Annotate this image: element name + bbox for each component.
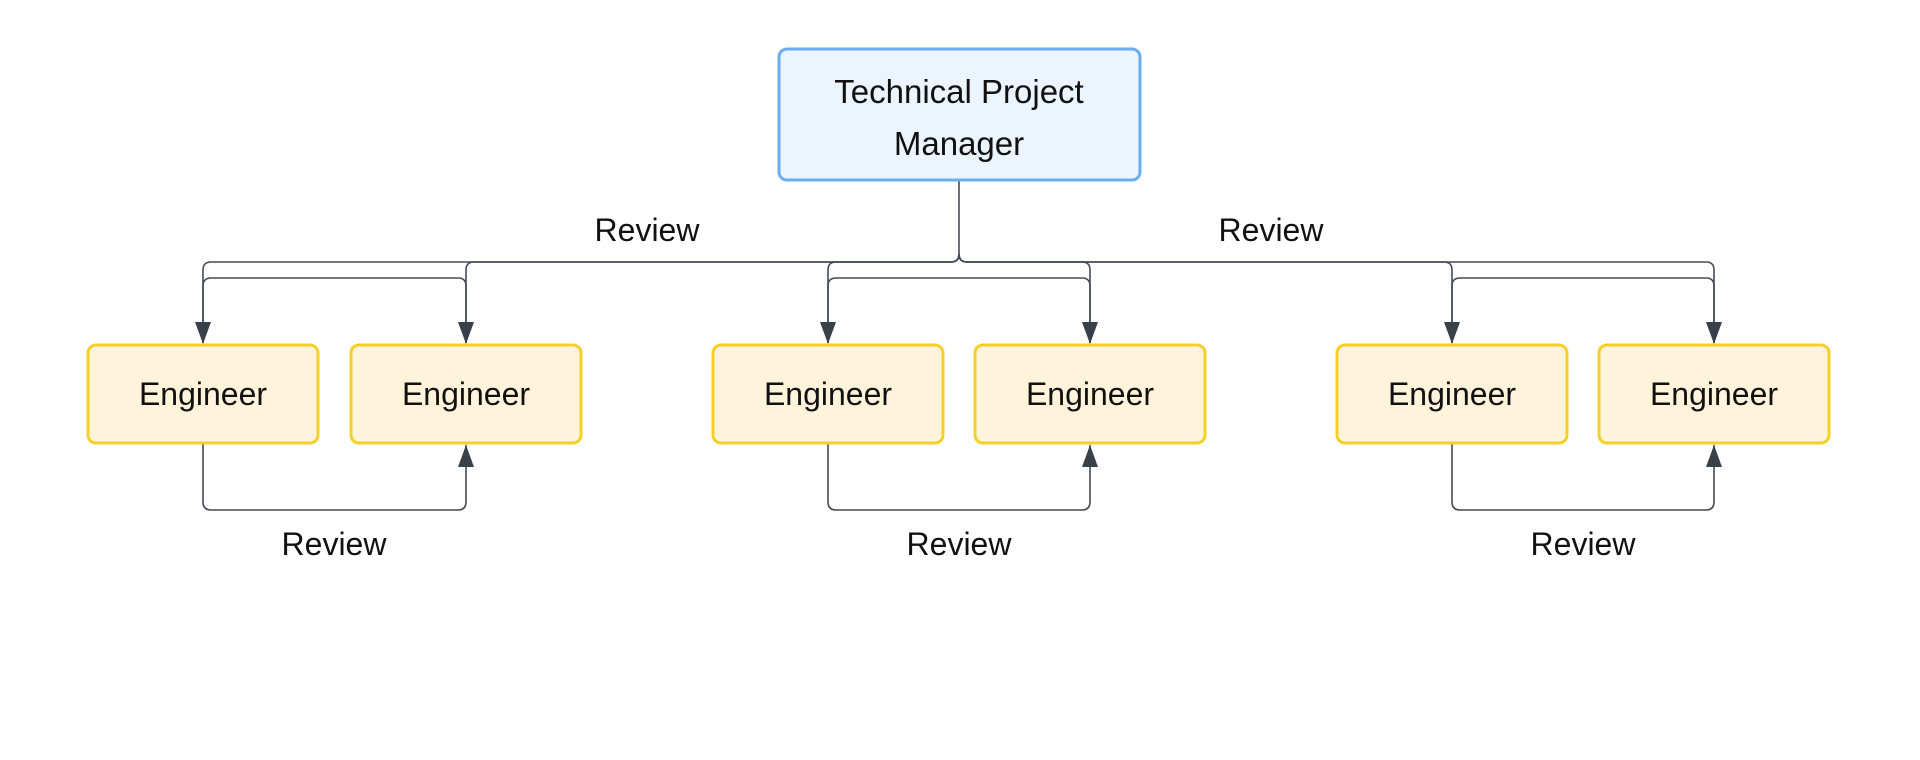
top-review-label: Review bbox=[595, 212, 701, 248]
engineer-label: Engineer bbox=[764, 376, 892, 412]
manager-to-engineer-edge bbox=[465, 253, 960, 343]
arrow-down-icon bbox=[458, 322, 474, 344]
peer-review-edge bbox=[1451, 443, 1715, 511]
engineer-node[interactable]: Engineer bbox=[86, 343, 320, 445]
engineer-box bbox=[1335, 343, 1569, 445]
engineer-label: Engineer bbox=[1650, 376, 1778, 412]
engineer-box bbox=[711, 343, 945, 445]
bottom-review-label: Review bbox=[907, 526, 1013, 562]
engineer-node[interactable]: Engineer bbox=[973, 343, 1207, 445]
engineer-node[interactable]: Engineer bbox=[1597, 343, 1831, 445]
manager-label-line1: Technical Project bbox=[834, 73, 1083, 110]
engineer-box bbox=[86, 343, 320, 445]
engineer-label: Engineer bbox=[1026, 376, 1154, 412]
engineer-label: Engineer bbox=[402, 376, 530, 412]
arrow-up-icon bbox=[458, 445, 474, 467]
manager-to-engineer-edge bbox=[202, 253, 960, 343]
arrow-down-icon bbox=[820, 322, 836, 344]
arrow-down-icon bbox=[1082, 322, 1098, 344]
arrow-up-icon bbox=[1706, 445, 1722, 467]
arrow-down-icon bbox=[1706, 322, 1722, 344]
manager-to-engineer-edge bbox=[958, 253, 1453, 343]
manager-box bbox=[777, 47, 1142, 182]
top-review-label: Review bbox=[1219, 212, 1325, 248]
arrow-down-icon bbox=[1444, 322, 1460, 344]
engineer-box bbox=[973, 343, 1207, 445]
arrow-up-icon bbox=[1082, 445, 1098, 467]
manager-node[interactable]: Technical Project Manager bbox=[777, 47, 1142, 182]
peer-review-edge bbox=[202, 443, 467, 511]
engineer-node[interactable]: Engineer bbox=[349, 343, 583, 445]
bottom-review-label: Review bbox=[1531, 526, 1637, 562]
pair-edge bbox=[1451, 277, 1715, 343]
peer-review-edge bbox=[827, 443, 1091, 511]
arrow-down-icon bbox=[195, 322, 211, 344]
pair-edge bbox=[202, 277, 467, 343]
engineer-box bbox=[1597, 343, 1831, 445]
engineer-node[interactable]: Engineer bbox=[711, 343, 945, 445]
manager-label-line2: Manager bbox=[894, 125, 1024, 162]
manager-to-engineer-edge bbox=[958, 253, 1715, 343]
manager-to-engineer-edge bbox=[827, 253, 960, 343]
engineer-nodes: Engineer Engineer Engineer Engineer Engineer… bbox=[86, 343, 1831, 445]
manager-to-engineer-edge bbox=[958, 253, 1091, 343]
pair-edge bbox=[827, 277, 1091, 343]
engineer-box bbox=[349, 343, 583, 445]
engineer-node[interactable]: Engineer bbox=[1335, 343, 1569, 445]
edges bbox=[195, 180, 1722, 511]
bottom-review-label: Review bbox=[282, 526, 388, 562]
engineer-label: Engineer bbox=[1388, 376, 1516, 412]
engineer-label: Engineer bbox=[139, 376, 267, 412]
